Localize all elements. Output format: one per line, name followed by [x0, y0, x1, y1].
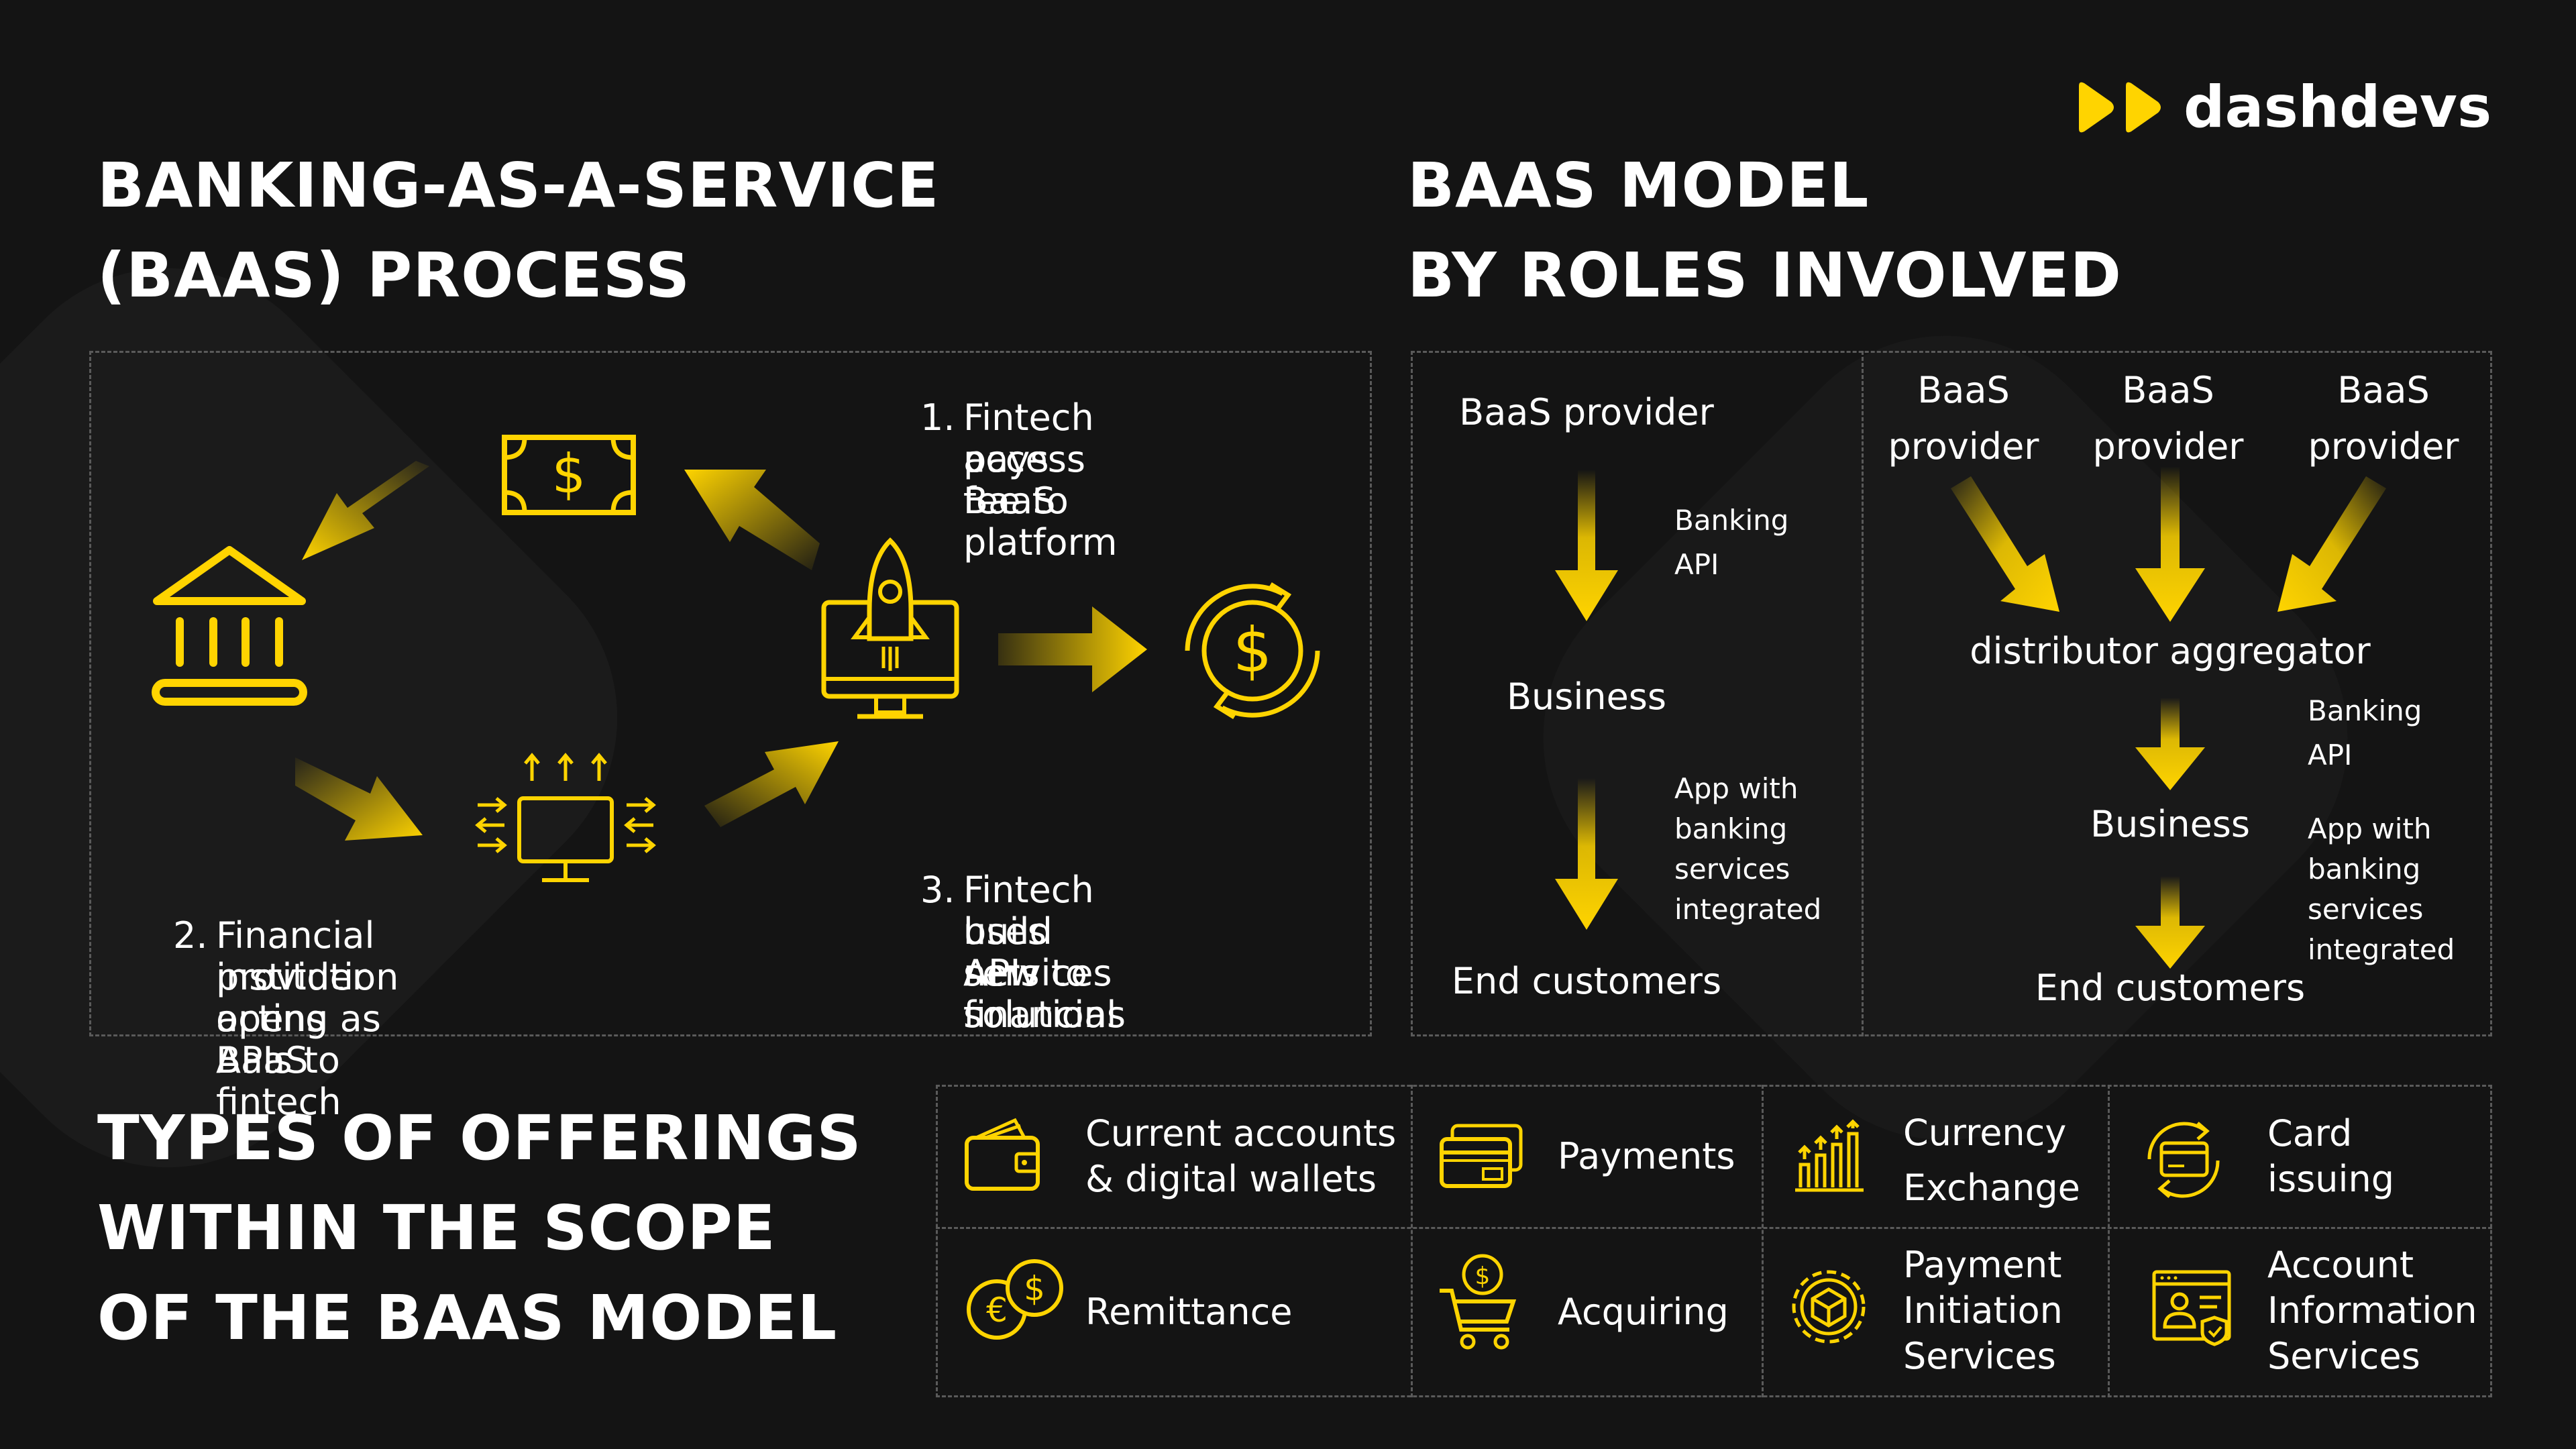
money-bill-icon: $	[502, 435, 636, 515]
simple-app-line1: App with	[1674, 772, 1799, 805]
offering-label-card-issuing: Card issuing	[2267, 1112, 2394, 1200]
offerings-grid	[936, 1085, 2492, 1397]
agg-distributor-label: distributor aggregator	[1970, 630, 2371, 672]
simple-provider-label: BaaS provider	[1459, 391, 1714, 433]
simple-app-line3: services	[1674, 853, 1790, 885]
offering-label-acquiring: Acquiring	[1558, 1291, 1729, 1333]
flow-arrow	[704, 741, 839, 827]
agg-api-line2: API	[2308, 739, 2353, 771]
bank-icon	[152, 546, 307, 706]
process-panel	[89, 351, 1372, 1036]
simple-api-line1: Banking	[1674, 504, 1789, 537]
agg-provider-3: BaaS provider	[2308, 369, 2459, 468]
logo-text: dashdevs	[2184, 74, 2492, 141]
chart-arrows-icon	[1795, 1119, 1864, 1192]
flow-arrow	[998, 606, 1147, 692]
process-title-line1: BANKING-AS-A-SERVICE	[97, 150, 940, 221]
agg-provider-1: BaaS provider	[1888, 369, 2039, 468]
model-panel	[1411, 351, 2492, 1036]
agg-app-line2: banking	[2308, 853, 2421, 885]
dollar-cycle-icon: $	[1185, 582, 1320, 719]
agg-arrow-middle	[2135, 466, 2205, 622]
svg-text:$: $	[1024, 1269, 1045, 1308]
rocket-monitor-icon	[821, 537, 959, 719]
offerings-col-divider	[1411, 1085, 1413, 1397]
offering-label-account-information: Account Information Services	[2267, 1244, 2477, 1377]
coins-icon: € $	[967, 1259, 1063, 1340]
card-cycle-icon	[2147, 1122, 2220, 1198]
agg-end-customers-label: End customers	[2035, 967, 2306, 1009]
svg-text:$: $	[552, 443, 586, 505]
logo-mark-icon	[2079, 82, 2161, 133]
gear-cube-icon	[1792, 1270, 1866, 1344]
flow-arrow	[684, 470, 820, 570]
model-title-line2: BY ROLES INVOLVED	[1407, 239, 2122, 311]
cart-icon: $	[1440, 1254, 1517, 1350]
simple-arrow-2	[1555, 778, 1618, 930]
agg-provider-2: BaaS provider	[2092, 369, 2244, 468]
agg-business-label: Business	[2090, 803, 2251, 845]
agg-app-line3: services	[2308, 893, 2424, 926]
cards-icon	[1440, 1124, 1523, 1188]
agg-arrow-end	[2135, 876, 2205, 969]
agg-app-line1: App with	[2308, 812, 2432, 845]
offering-label-accounts: Current accounts & digital wallets	[1085, 1112, 1397, 1200]
offering-label-remittance: Remittance	[1085, 1291, 1293, 1333]
api-monitor-icon	[475, 753, 656, 882]
agg-api-line1: Banking	[2308, 694, 2422, 727]
offerings-title-line3: OF THE BAAS MODEL	[97, 1282, 838, 1354]
simple-app-line4: integrated	[1674, 893, 1822, 926]
flow-arrow	[295, 757, 423, 841]
process-title-line2: (BAAS) PROCESS	[97, 239, 691, 311]
offering-label-currency: Currency Exchange	[1903, 1112, 2080, 1209]
simple-business-label: Business	[1506, 676, 1667, 718]
agg-arrow-left	[1951, 476, 2059, 612]
wallet-icon	[965, 1118, 1040, 1191]
offerings-col-divider	[1762, 1085, 1764, 1397]
account-info-icon	[2152, 1270, 2231, 1346]
simple-api-line2: API	[1674, 548, 1719, 581]
svg-text:$: $	[1233, 614, 1273, 686]
offering-label-payments: Payments	[1558, 1135, 1735, 1177]
simple-app-line2: banking	[1674, 812, 1788, 845]
svg-text:$: $	[1475, 1263, 1491, 1290]
offerings-title-line2: WITHIN THE SCOPE	[97, 1192, 776, 1264]
flow-arrow	[302, 461, 429, 560]
simple-end-customers-label: End customers	[1451, 960, 1722, 1002]
offerings-col-divider	[2108, 1085, 2110, 1397]
offerings-row-divider	[936, 1227, 2492, 1229]
offerings-title-line1: TYPES OF OFFERINGS	[97, 1102, 862, 1174]
agg-app-line4: integrated	[2308, 933, 2455, 966]
agg-arrow-business	[2135, 698, 2205, 790]
model-title-line1: BAAS MODEL	[1407, 150, 1870, 221]
svg-text:€: €	[986, 1291, 1008, 1330]
agg-arrow-right	[2277, 476, 2386, 612]
logo: dashdevs	[2076, 74, 2492, 141]
model-panel-divider	[1862, 351, 1864, 1036]
simple-arrow-1	[1555, 470, 1618, 621]
offering-label-payment-initiation: Payment Initiation Services	[1903, 1244, 2063, 1377]
